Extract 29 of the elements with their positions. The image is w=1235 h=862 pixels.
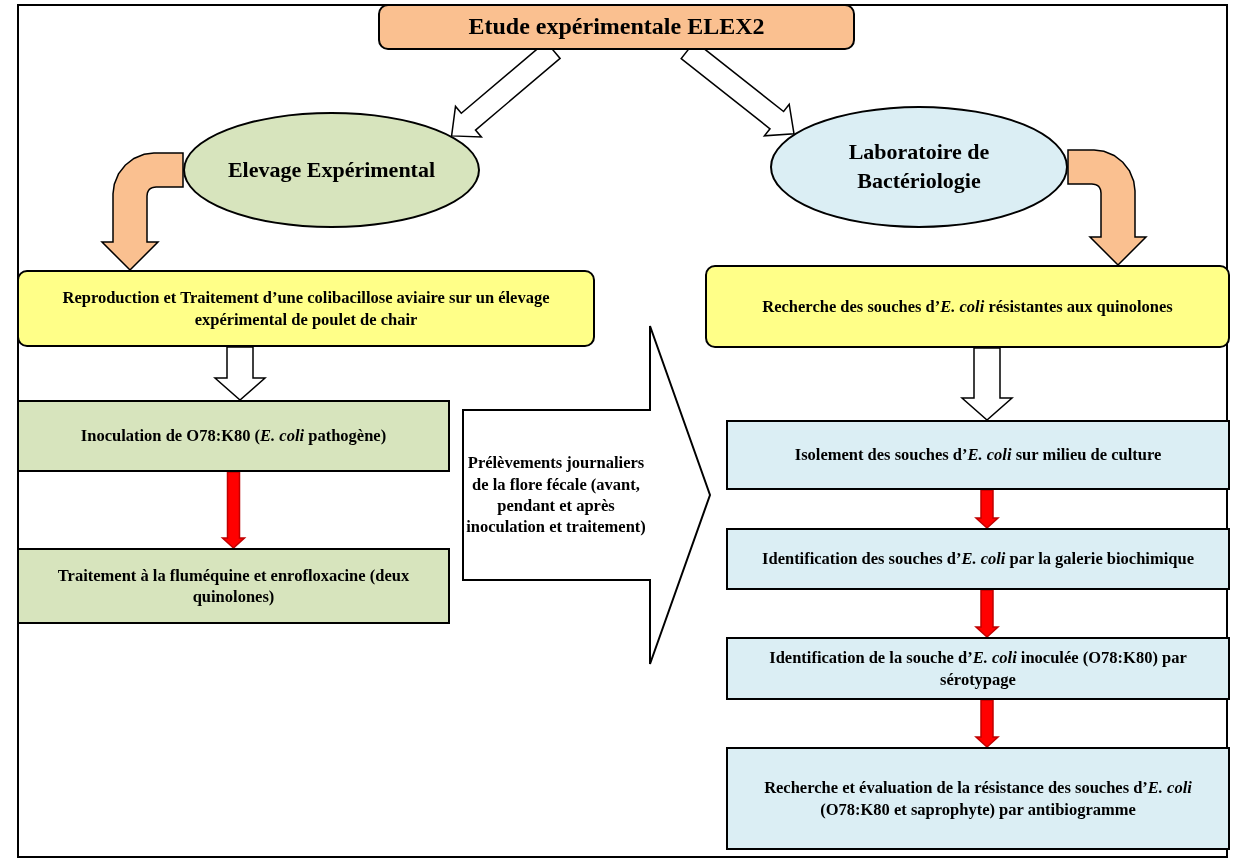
block-arrow [100, 152, 184, 272]
block-arrow [974, 699, 1000, 748]
node-label: Inoculation de O78:K80 (E. coli pathogène) [80, 425, 387, 447]
node-label: Recherche des souches d’E. coli résistantes aux quinolones [762, 295, 1173, 318]
process-box [17, 548, 450, 624]
node-label: Prélèvements journaliers de la flore fécale (avant, pendant et après inoculation et traitement) [466, 452, 646, 539]
node-label: Identification de la souche d’E. coli inoculée (O78:K80) par sérotypage [768, 647, 1188, 690]
block-arrow [1067, 149, 1148, 267]
block-arrow [960, 347, 1014, 421]
process-box [17, 400, 450, 472]
node-label: Traitement à la fluméquine et enrofloxacine (deux quinolones) [56, 564, 411, 608]
objective-box [705, 265, 1230, 348]
objective-box [17, 270, 595, 347]
node-label: Recherche et évaluation de la résistance des souches d’E. coli (O78:K80 et saprophyte) par antibiogramme [763, 777, 1193, 820]
process-box [726, 528, 1230, 590]
block-arrow [974, 489, 1000, 529]
block-arrow [220, 471, 247, 549]
title-box [378, 4, 855, 50]
node-label: Laboratoire de Bactériologie [847, 138, 991, 195]
node-label: Isolement des souches d’E. coli sur milieu de culture [794, 444, 1162, 466]
node-label: Etude expérimentale ELEX2 [468, 12, 765, 42]
node-label: Reproduction et Traitement d’une colibacillose aviaire sur un élevage expérimental de poulet de chair [61, 287, 551, 330]
process-box [726, 747, 1230, 850]
node-label: Identification des souches d’E. coli par la galerie biochimique [762, 548, 1194, 570]
block-arrow [974, 589, 1000, 638]
process-box [726, 420, 1230, 490]
node-label: Elevage Expérimental [227, 155, 436, 184]
process-box [726, 637, 1230, 700]
block-arrow [213, 346, 267, 401]
